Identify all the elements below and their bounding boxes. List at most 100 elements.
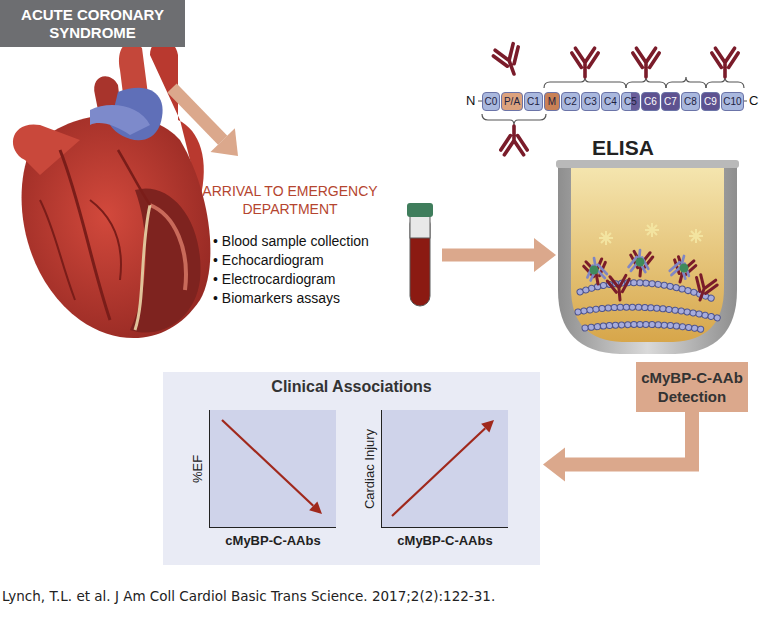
box-label: ACUTE CORONARY SYNDROME: [8, 6, 177, 42]
drawing-part: [90, 105, 150, 135]
protein-domain: C3: [581, 92, 600, 111]
box-label: C5: [624, 96, 637, 107]
drawing-part: [669, 253, 694, 279]
terminus-label: N: [466, 93, 475, 108]
y-axis-label: %EF: [190, 454, 205, 482]
drawing-part: [607, 275, 631, 301]
box-label: C9: [704, 96, 717, 107]
box-label: C8: [684, 96, 697, 107]
step-item: • Electrocardiogram: [213, 271, 335, 287]
drawing-part: [410, 214, 430, 306]
drawing-part: [392, 428, 485, 516]
drawing-part: [744, 101, 747, 102]
drawing-part: [492, 42, 527, 78]
protein-domain: P/A: [501, 92, 523, 111]
protein-domain: C4: [601, 92, 620, 111]
drawing-part: [534, 238, 556, 272]
heart-illustration: [13, 40, 210, 338]
drawing-part: [135, 205, 150, 330]
citation: Lynch, T.L. et al. J Am Coll Cardiol Bas…: [2, 588, 495, 604]
drawing-part: [652, 225, 657, 230]
elisa-contents: [578, 223, 719, 330]
drawing-part: [210, 128, 238, 156]
drawing-part: [492, 42, 527, 78]
box-label: C10: [723, 96, 741, 107]
box-label: C0: [485, 96, 498, 107]
title-banner: ACUTE CORONARY SYNDROME: [0, 0, 185, 47]
drawing-part: [669, 253, 694, 279]
step-heading: ARRIVAL TO EMERGENCY DEPARTMENT: [192, 182, 388, 218]
drawing-part: [712, 48, 738, 77]
trend-arrow: [382, 410, 509, 528]
drawing-part: [636, 258, 645, 267]
elisa-well: [556, 160, 739, 354]
y-axis-label: Cardiac Injury: [362, 428, 377, 508]
drawing-part: [222, 420, 313, 506]
protein-domain: C0: [482, 92, 500, 111]
protein-domain: C1: [524, 92, 543, 111]
drawing-part: [60, 150, 110, 320]
drawing-part: [482, 114, 546, 125]
drawing-part: [410, 214, 430, 238]
x-axis-label: cMyBP-C-AAbs: [397, 533, 492, 548]
protein-domain: C5: [621, 92, 640, 111]
drawing-part: [407, 203, 433, 217]
drawing-part: [558, 165, 737, 354]
drawing-part: [690, 274, 719, 304]
drawing-part: [584, 256, 607, 281]
drawing-part: [633, 48, 659, 77]
drawing-part: [90, 200, 121, 280]
flow-connector: [543, 412, 692, 482]
drawing-part: [585, 324, 705, 330]
detection-box: cMyBP-C-AAb Detection: [636, 362, 748, 412]
box-label: C6: [644, 96, 657, 107]
blood-tube: [407, 203, 433, 306]
protein-domain: C8: [681, 92, 700, 111]
drawing-part: [607, 275, 631, 301]
drawing-part: [590, 266, 599, 275]
drawing-part: [606, 233, 611, 238]
terminus-label: C: [749, 93, 758, 108]
protein-domain: C10: [721, 92, 744, 111]
drawing-part: [690, 274, 719, 304]
drawing-part: [585, 324, 705, 330]
drawing-part: [130, 188, 200, 332]
step-item: • Blood sample collection: [213, 233, 369, 249]
step-item: • Echocardiogram: [213, 252, 324, 268]
panel-title: Clinical Associations: [163, 378, 540, 396]
drawing-part: [172, 88, 223, 140]
box-label: C7: [664, 96, 677, 107]
drawing-part: [481, 420, 494, 433]
trend-arrow: [210, 410, 337, 528]
drawing-part: [580, 283, 716, 300]
protein-domain: M: [544, 92, 560, 111]
drawing-part: [571, 165, 724, 342]
drawing-part: [150, 205, 186, 290]
drawing-part: [584, 256, 607, 281]
protein-domain: C9: [701, 92, 720, 111]
drawing-part: [501, 126, 527, 155]
drawing-part: [309, 501, 322, 514]
drawing-part: [696, 231, 701, 236]
drawing-part: [40, 200, 75, 300]
box-label: P/A: [504, 96, 520, 107]
drawing-part: [565, 412, 692, 465]
drawing-part: [633, 48, 659, 77]
box-label: C3: [584, 96, 597, 107]
drawing-part: [572, 48, 598, 77]
protein-domain: C7: [661, 92, 680, 111]
scatter-plot: Cardiac InjurycMyBP-C-AAbs: [381, 410, 508, 528]
protein-domain: C6: [641, 92, 660, 111]
drawing-part: [628, 249, 650, 272]
drawing-part: [556, 160, 739, 168]
associations-panel: Clinical Associations %EF cMyBP-C-AAbs Card…: [163, 372, 540, 565]
box-label: C2: [564, 96, 577, 107]
drawing-part: [118, 150, 150, 205]
drawing-part: [442, 249, 534, 262]
drawing-part: [712, 48, 738, 77]
box-label: C4: [604, 96, 617, 107]
box-label: M: [548, 96, 556, 107]
drawing-part: [578, 307, 718, 318]
drawing-part: [572, 48, 598, 77]
